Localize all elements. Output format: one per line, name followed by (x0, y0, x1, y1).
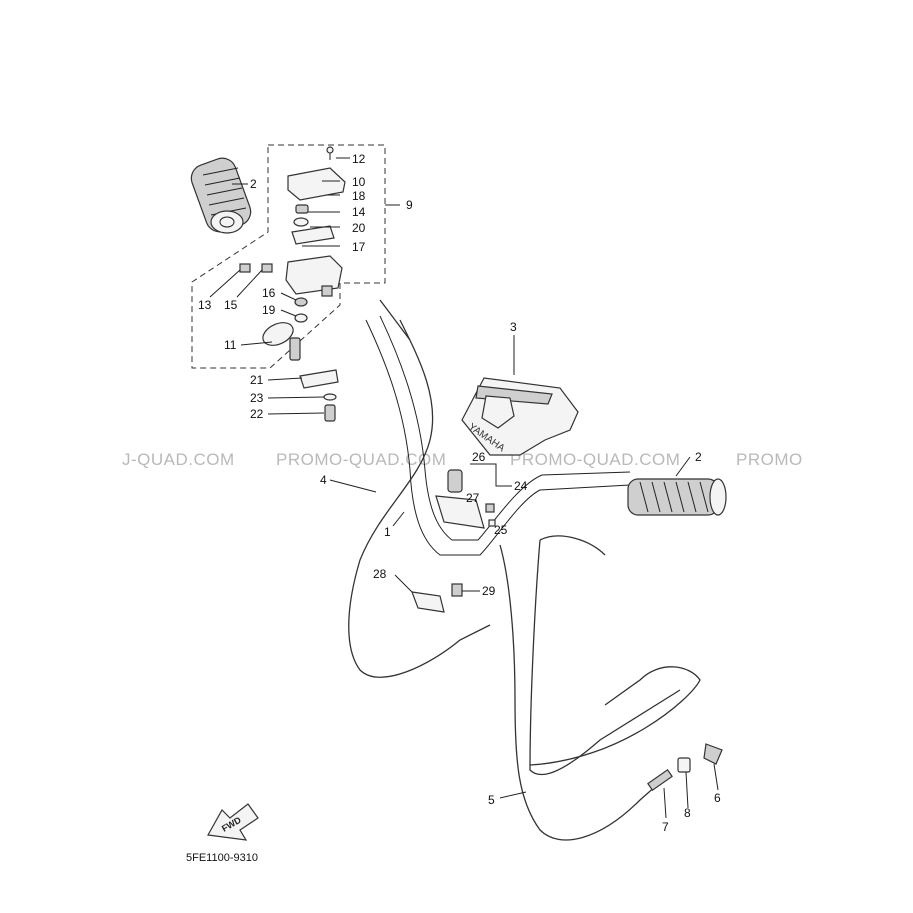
callout-27: 27 (466, 491, 480, 505)
watermark-text-1: J-QUAD.COM (122, 450, 235, 469)
washers-16-19 (294, 297, 308, 323)
callout-12: 12 (352, 152, 366, 166)
callout-2-left: 2 (250, 177, 257, 191)
callout-24: 24 (514, 479, 528, 493)
leader-lines (209, 157, 719, 819)
watermark-text-3: PROMO-QUAD.COM (510, 450, 680, 469)
callout-14: 14 (352, 205, 366, 219)
throttle-cable (348, 319, 491, 678)
fwd-arrow: FWD (207, 803, 259, 841)
callout-25: 25 (494, 523, 508, 537)
callout-16: 16 (262, 286, 276, 300)
callout-15: 15 (224, 298, 238, 312)
callout-29: 29 (482, 584, 496, 598)
callout-10: 10 (352, 175, 366, 189)
left-grip (190, 157, 252, 234)
callout-3: 3 (510, 320, 517, 334)
watermark-text-4: PROMO (736, 450, 803, 469)
callout-9: 9 (406, 198, 413, 212)
brake-cable-c (529, 666, 701, 766)
callout-20: 20 (352, 221, 366, 235)
throttle-housing (285, 146, 346, 297)
throttle-cable-end (379, 299, 411, 341)
callout-22: 22 (250, 407, 264, 421)
callout-5: 5 (488, 793, 495, 807)
diagram-code: 5FE1100-9310 (186, 852, 258, 864)
callout-6: 6 (714, 791, 721, 805)
handlebar (365, 315, 631, 556)
callout-1: 1 (384, 525, 391, 539)
callout-7: 7 (662, 820, 669, 834)
callout-18: 18 (352, 189, 366, 203)
callout-21: 21 (250, 373, 264, 387)
callout-11: 11 (224, 338, 237, 352)
clamp-21-23-22 (299, 369, 339, 422)
throttle-lever (262, 322, 301, 361)
callout-2-right: 2 (695, 450, 702, 464)
callout-19: 19 (262, 303, 276, 317)
callout-13: 13 (198, 298, 212, 312)
callout-17: 17 (352, 240, 366, 254)
bracket-28-29 (411, 583, 463, 613)
callout-8: 8 (684, 806, 691, 820)
watermark: J-QUAD.COM PROMO-QUAD.COM PROMO-QUAD.COM… (122, 450, 803, 469)
callout-4: 4 (320, 473, 327, 487)
callouts: 2 12 10 18 9 14 20 17 13 15 16 19 11 21 … (198, 152, 721, 834)
throttle-assembly-outline (191, 144, 386, 369)
callout-23: 23 (250, 391, 264, 405)
right-grip (627, 478, 727, 516)
switch-assembly (435, 469, 496, 529)
brake-cable-b (529, 535, 681, 776)
adjusters-6-7-8 (647, 743, 723, 791)
bolts-13-15 (239, 263, 273, 273)
brake-cable-a (499, 544, 666, 841)
handlebar-cover: YAMAHA (461, 377, 579, 456)
watermark-text-2: PROMO-QUAD.COM (276, 450, 446, 469)
callout-28: 28 (373, 567, 387, 581)
callout-26: 26 (472, 450, 486, 464)
